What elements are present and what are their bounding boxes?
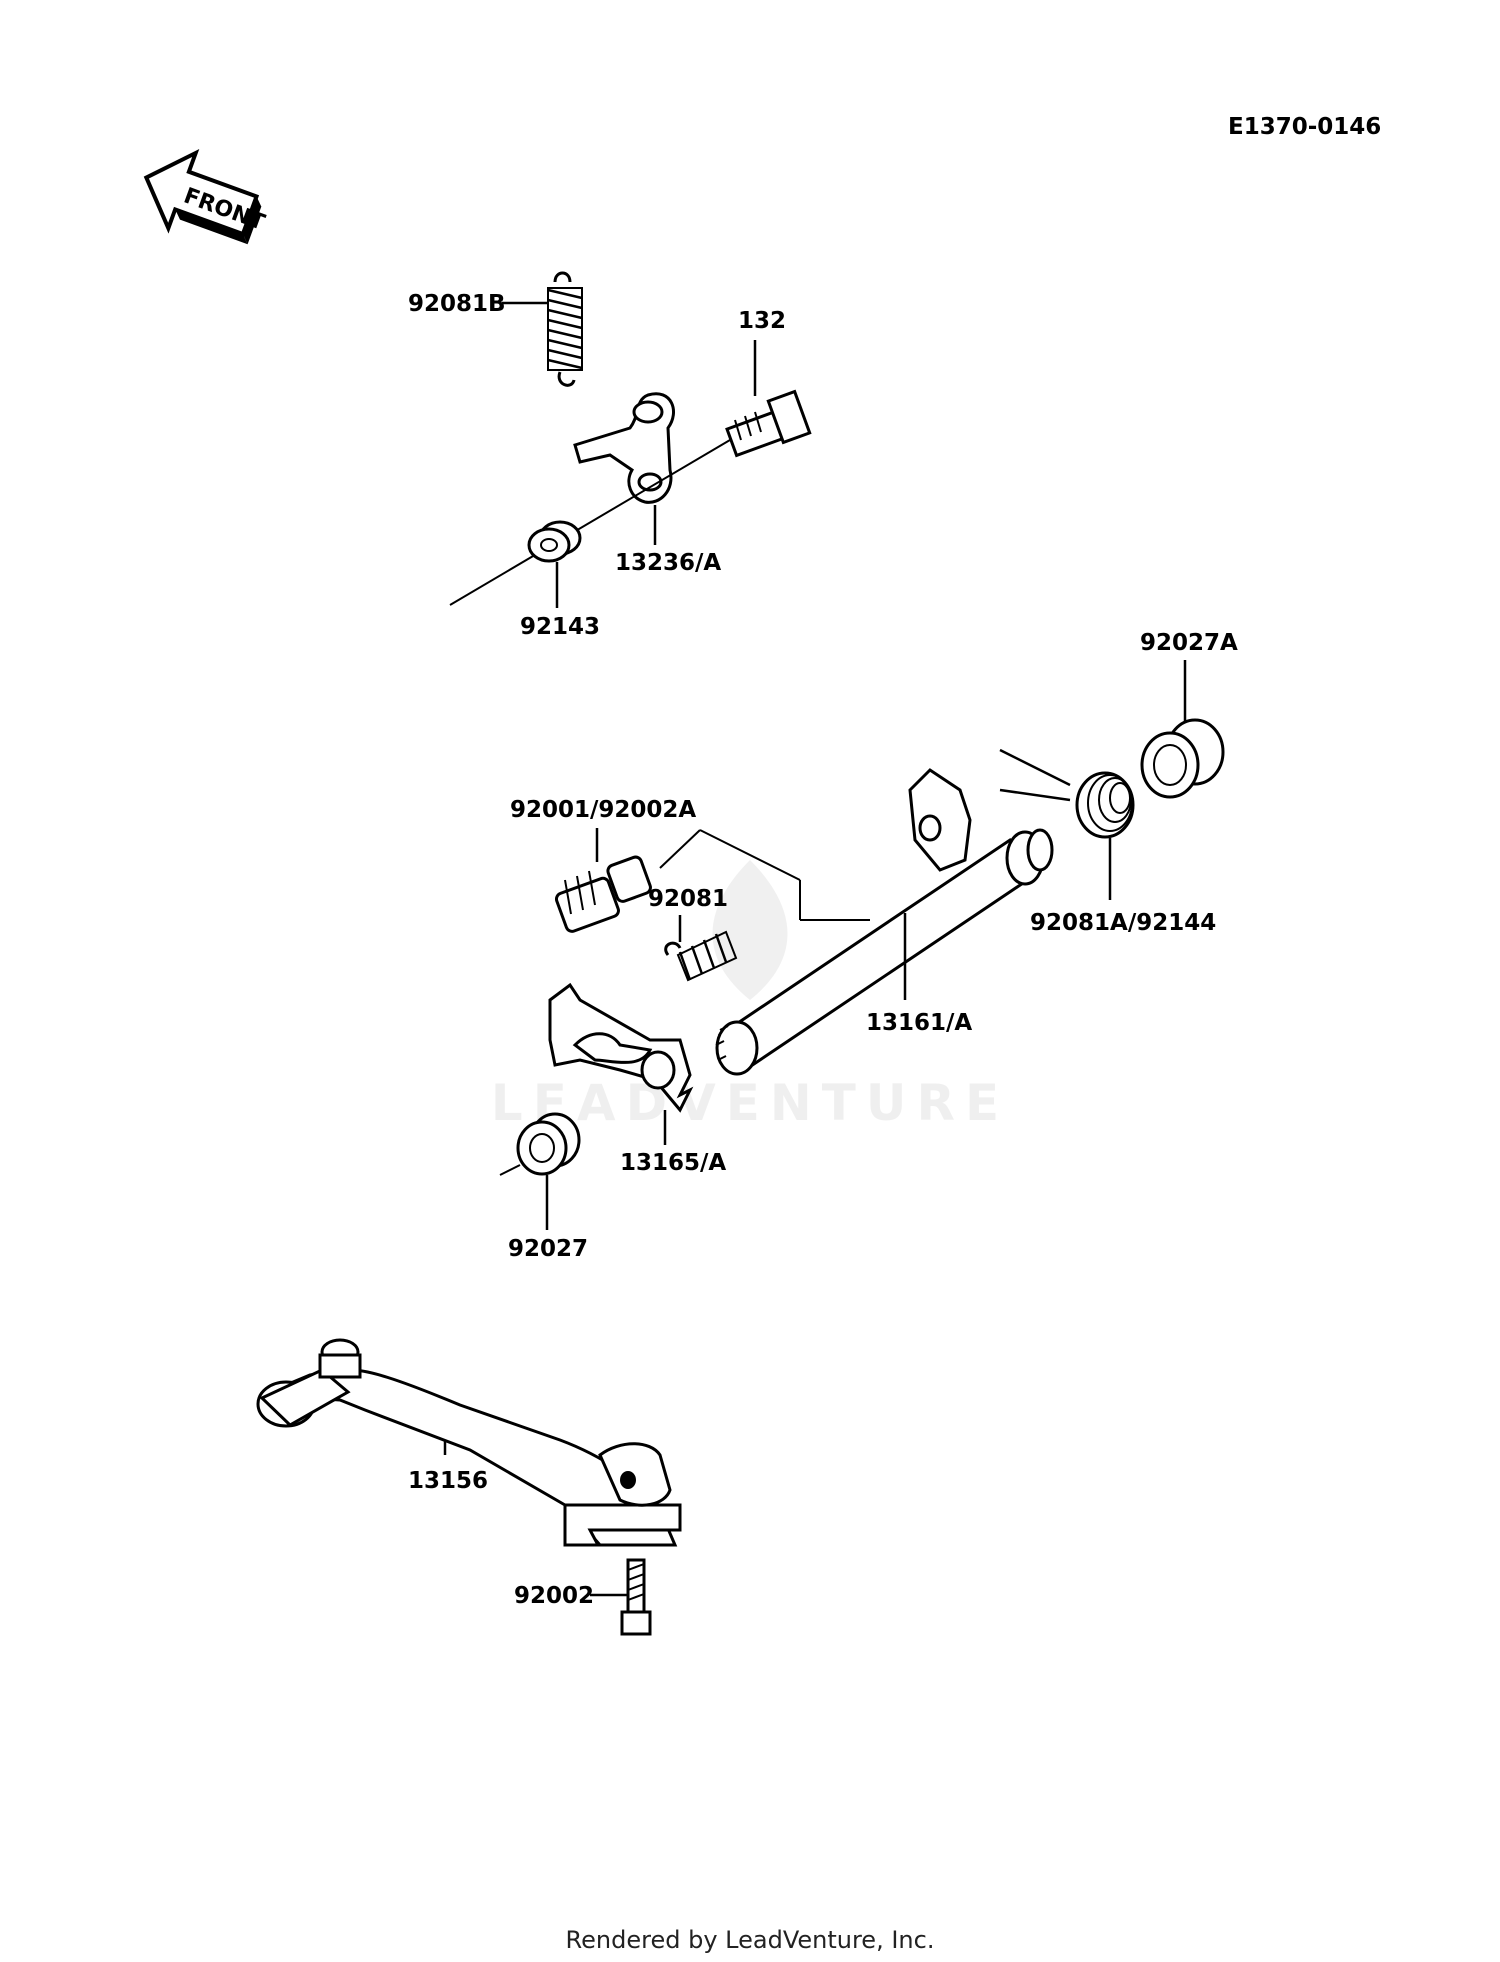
bolt-icon xyxy=(725,389,812,458)
callout-92081b: 92081B xyxy=(408,291,506,317)
callout-92081a-92144: 92081A/92144 xyxy=(1030,910,1216,936)
callout-92001-92002a: 92001/92002A xyxy=(510,797,696,823)
shift-plate-icon xyxy=(548,982,694,1113)
shift-pedal-icon xyxy=(256,1338,682,1547)
collar-icon xyxy=(527,520,582,563)
callout-92027a: 92027A xyxy=(1140,630,1238,656)
diagram-code: E1370-0146 xyxy=(1228,114,1381,140)
return-spring-icon xyxy=(999,748,1135,839)
footer-credit: Rendered by LeadVenture, Inc. xyxy=(566,1926,935,1954)
callout-92027: 92027 xyxy=(508,1236,588,1262)
callout-92002: 92002 xyxy=(514,1583,594,1609)
tension-spring-icon xyxy=(547,271,583,387)
watermark: LEADVENTURE xyxy=(491,1074,1009,1132)
pedal-bolt-icon xyxy=(620,1558,652,1636)
callout-132: 132 xyxy=(738,308,786,334)
front-arrow-icon: FRONT xyxy=(143,148,268,245)
callout-13236a: 13236/A xyxy=(615,550,721,576)
callout-13156: 13156 xyxy=(408,1468,488,1494)
spring-icon xyxy=(664,930,738,982)
watermark-flame-icon xyxy=(712,860,788,1000)
shift-shaft-icon xyxy=(715,768,1054,1076)
lever-arm-icon xyxy=(573,392,675,504)
oil-seal-left-icon xyxy=(499,1112,581,1176)
callout-92081: 92081 xyxy=(648,886,728,912)
callout-13165a: 13165/A xyxy=(620,1150,726,1176)
stud-bolt-icon xyxy=(554,855,652,933)
callout-13161a: 13161/A xyxy=(866,1010,972,1036)
callout-92143: 92143 xyxy=(520,614,600,640)
oil-seal-right-icon xyxy=(1140,718,1225,799)
